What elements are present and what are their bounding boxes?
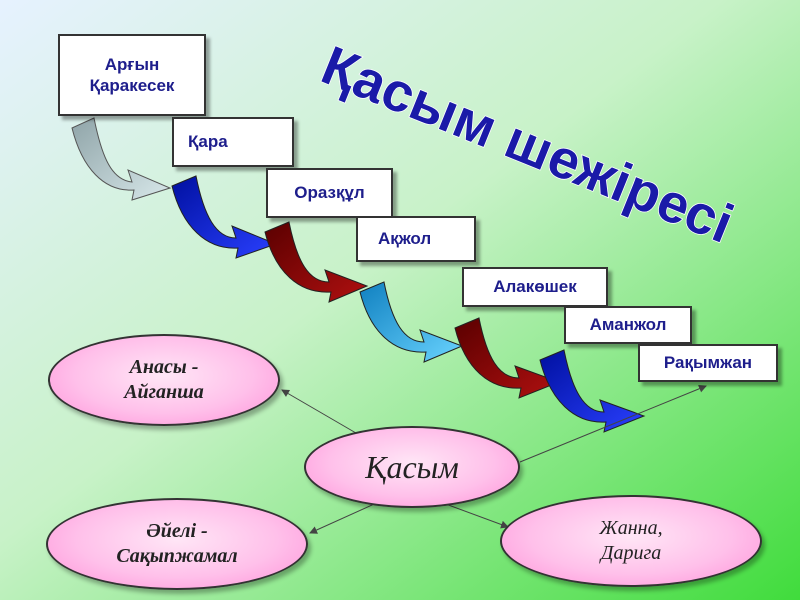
children-ellipse: Жанна, Дарига [500,495,762,587]
center-ellipse-kasym: Қасым [304,426,520,508]
arrow-6 [539,349,646,433]
lineage-box-5: Алакөшек [462,267,608,307]
lineage-box-7: Рақымжан [638,344,778,382]
lineage-box-2: Қара [172,117,294,167]
lineage-box-1: Арғын Қаракесек [58,34,206,116]
mother-ellipse: Анасы - Айганша [48,334,280,426]
arrow-3 [264,221,369,303]
lineage-box-3: Оразқұл [266,168,393,218]
arrow-1 [71,117,172,201]
lineage-box-6: Аманжол [564,306,692,344]
lineage-box-4: Ақжол [356,216,476,262]
wife-ellipse: Әйелі - Сақыпжамал [46,498,308,590]
